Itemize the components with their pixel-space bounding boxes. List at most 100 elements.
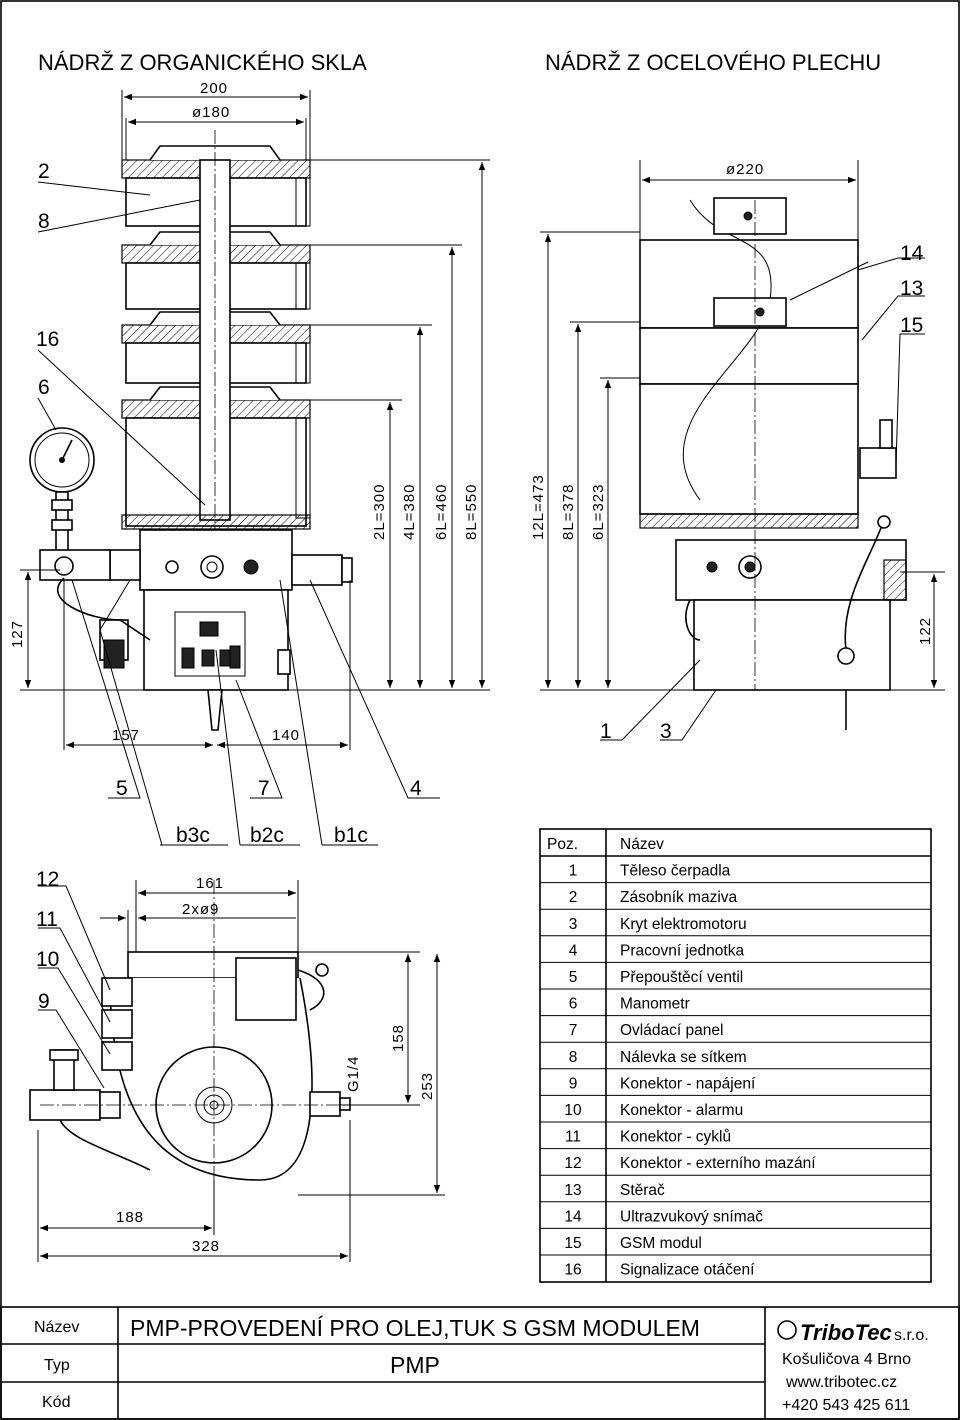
pos-label-8: 8 [38, 210, 50, 233]
table-cell-name: GSM modul [620, 1235, 702, 1252]
company-address: Košuličova 4 Brno [782, 1351, 911, 1368]
dim-328: 328 [192, 1238, 220, 1255]
dim-157: 157 [112, 727, 140, 744]
dim-12L: 12L=473 [530, 474, 547, 540]
table-cell-name: Těleso čerpadla [620, 863, 731, 880]
pos-label-2: 2 [38, 160, 50, 183]
pos-label-7: 7 [258, 777, 270, 800]
pos-label-1: 1 [600, 720, 612, 743]
title-block: Název Typ Kód PMP-PROVEDENÍ PRO OLEJ,TUK… [0, 1306, 960, 1420]
pos-label-10: 10 [36, 948, 59, 971]
pump-top-view [29, 880, 360, 1230]
table-cell-pos: 14 [564, 1208, 582, 1225]
company-logo-icon [777, 1320, 797, 1340]
pos-label-4: 4 [410, 777, 422, 800]
table-cell-pos: 13 [564, 1182, 581, 1199]
left-view-leaders [37, 181, 440, 846]
table-cell-name: Konektor - cyklů [620, 1129, 731, 1146]
left-top-dimensions: 200 ø180 [121, 80, 311, 160]
table-cell-name: Manometr [620, 996, 690, 1013]
title-type-value: PMP [390, 1352, 440, 1378]
table-cell-name: Konektor - napájení [620, 1075, 756, 1092]
pos-label-3: 3 [660, 720, 672, 743]
table-header-name: Název [620, 836, 664, 853]
dim-g14: G1/4 [345, 1055, 362, 1092]
dim-4L: 4L=380 [401, 484, 418, 540]
pos-label-9: 9 [38, 990, 50, 1013]
table-cell-pos: 8 [569, 1049, 578, 1066]
top-view-leaders [38, 885, 111, 1089]
table-cell-name: Kryt elektromotoru [620, 916, 747, 933]
table-cell-pos: 2 [569, 889, 578, 906]
table-cell-name: Ovládací panel [620, 1022, 723, 1039]
dim-127: 127 [9, 620, 26, 648]
dim-dia180: ø180 [192, 104, 230, 121]
company-logo: TriboTec [800, 1320, 892, 1345]
pressure-gauge [29, 427, 151, 641]
table-cell-name: Konektor - alarmu [620, 1102, 743, 1119]
pos-label-b2c: b2c [250, 824, 284, 847]
pos-label-b1c: b1c [334, 824, 368, 847]
table-cell-name: Ultrazvukový snímač [620, 1208, 763, 1225]
table-cell-pos: 16 [564, 1262, 581, 1279]
right-view-leaders [600, 257, 925, 741]
pos-label-13: 13 [900, 277, 923, 300]
left-height-dimensions: 2L=300 4L=380 6L=460 8L=550 127 [9, 159, 490, 691]
company-suffix: s.r.o. [894, 1327, 929, 1344]
dim-161: 161 [196, 875, 224, 892]
dim-122: 122 [917, 617, 934, 645]
table-cell-pos: 9 [569, 1075, 578, 1092]
table-header-pos: Poz. [547, 836, 578, 853]
pos-label-12: 12 [36, 868, 59, 891]
table-cell-pos: 15 [564, 1235, 581, 1252]
table-cell-pos: 6 [569, 996, 578, 1013]
table-rows: 1 Těleso čerpadla 2 Zásobník maziva 3 Kryt el… [540, 863, 931, 1279]
table-cell-pos: 10 [564, 1102, 582, 1119]
pos-label-5: 5 [116, 777, 128, 800]
right-dimensions: ø220 12L=473 8L=378 6L=323 122 [530, 160, 945, 691]
table-cell-name: Stěrač [620, 1182, 665, 1199]
heading-organic-glass: NÁDRŽ Z ORGANICKÉHO SKLA [38, 50, 367, 75]
pump-steel-view [639, 197, 907, 730]
pos-label-15: 15 [900, 314, 923, 337]
dim-8L-steel: 8L=378 [560, 484, 577, 540]
pos-label-6: 6 [38, 376, 50, 399]
pos-label-11: 11 [36, 908, 58, 931]
parts-table: Poz. Název 1 Těleso čerpadla 2 Zásobník maz… [539, 828, 932, 1283]
pos-label-b3c: b3c [176, 824, 210, 847]
dim-200: 200 [200, 80, 228, 97]
table-cell-pos: 12 [564, 1155, 581, 1172]
title-label-name: Název [34, 1319, 79, 1336]
table-cell-pos: 11 [565, 1129, 581, 1146]
table-cell-pos: 5 [569, 969, 578, 986]
table-cell-name: Signalizace otáčení [620, 1262, 755, 1279]
dim-2xdia9: 2xø9 [182, 901, 219, 918]
table-cell-name: Nálevka se sítkem [620, 1049, 747, 1066]
title-label-code: Kód [42, 1394, 70, 1411]
table-cell-pos: 3 [569, 916, 578, 933]
table-cell-name: Pracovní jednotka [620, 942, 744, 959]
reservoir-stack [121, 130, 311, 730]
pos-label-14: 14 [900, 242, 924, 265]
top-view-dimensions: 161 2xø9 158 253 G1/4 188 328 [37, 875, 445, 1262]
dim-6L-steel: 6L=323 [590, 484, 607, 540]
dim-6L: 6L=460 [433, 484, 450, 540]
table-cell-name: Zásobník maziva [620, 889, 738, 906]
dim-dia220: ø220 [726, 161, 764, 178]
dim-8L: 8L=550 [463, 484, 480, 540]
table-cell-name: Konektor - externího mazání [620, 1155, 816, 1172]
title-label-type: Typ [44, 1357, 70, 1374]
table-cell-pos: 4 [569, 942, 578, 959]
pump-body [99, 529, 353, 731]
heading-steel-sheet: NÁDRŽ Z OCELOVÉHO PLECHU [545, 50, 881, 75]
pos-label-16: 16 [36, 328, 59, 351]
table-cell-pos: 1 [569, 863, 578, 880]
dim-253: 253 [419, 1072, 436, 1100]
dim-188: 188 [116, 1209, 144, 1226]
dim-158: 158 [390, 1024, 407, 1052]
company-phone: +420 543 425 611 [782, 1397, 910, 1414]
dim-140: 140 [272, 727, 300, 744]
title-name-value: PMP-PROVEDENÍ PRO OLEJ,TUK S GSM MODULEM [130, 1315, 700, 1341]
dim-2L: 2L=300 [371, 484, 388, 540]
